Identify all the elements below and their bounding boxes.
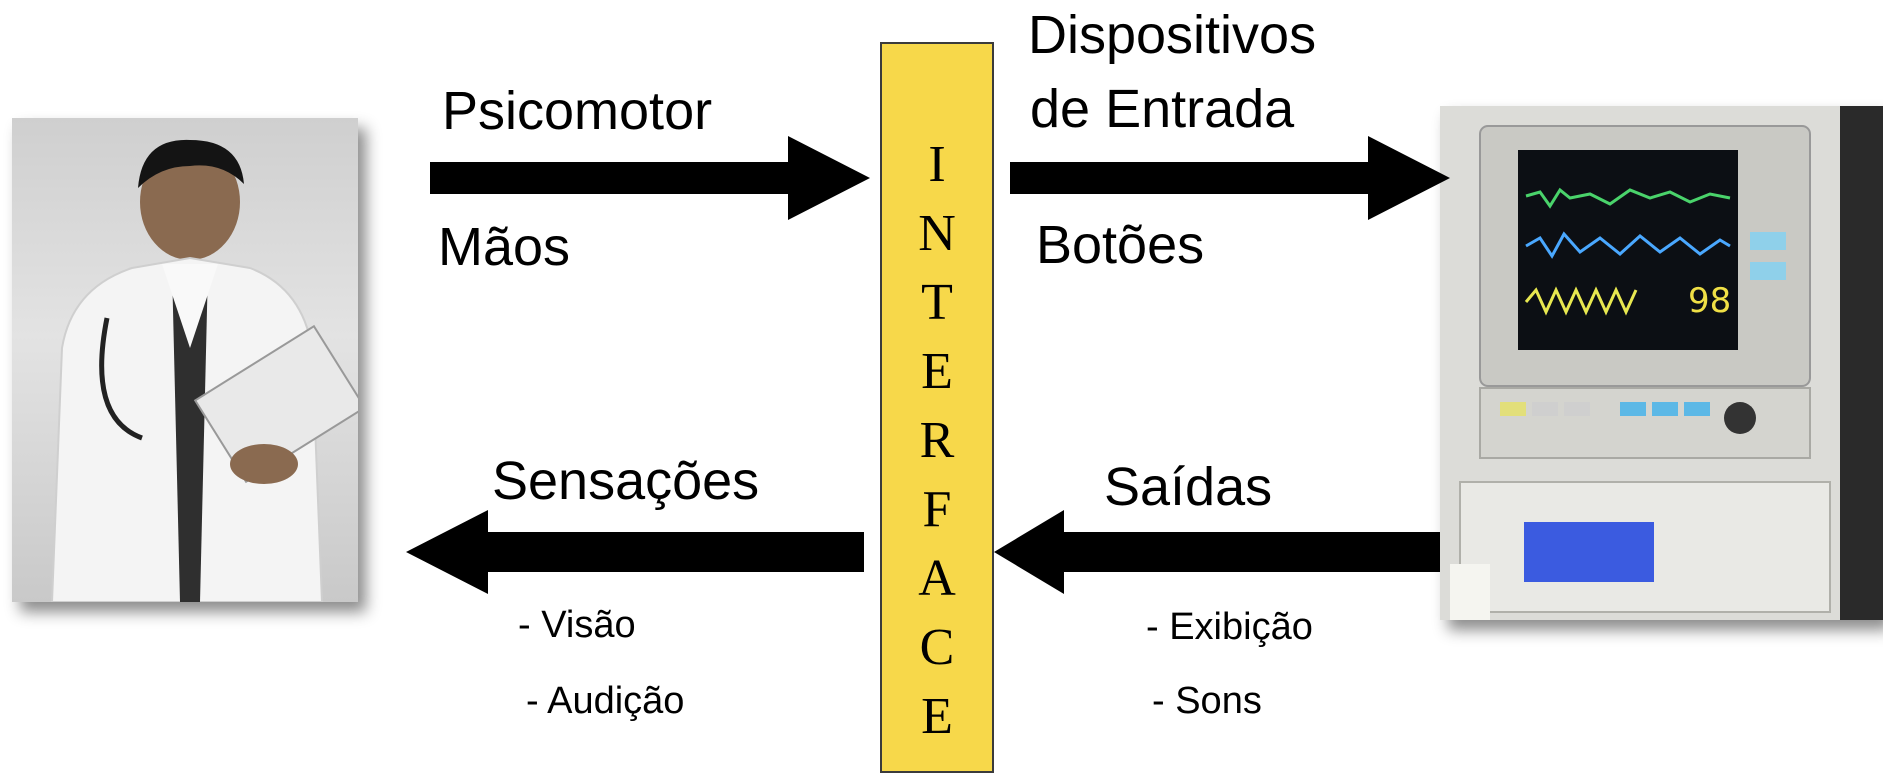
patient-monitor-icon: 98 — [1440, 106, 1883, 620]
label-maos: Mãos — [438, 217, 571, 277]
interface-letter: A — [918, 550, 956, 607]
label-botoes: Botões — [1036, 215, 1205, 275]
interface-letter: C — [919, 619, 955, 676]
interface-letter: F — [922, 481, 952, 538]
interface-letter: R — [919, 412, 955, 469]
interface-letter: N — [918, 205, 956, 262]
monitor-reading: 98 — [1688, 281, 1731, 321]
label-sons: - Sons — [1152, 680, 1262, 722]
label-de-entrada: de Entrada — [1030, 79, 1295, 139]
arrow-dispositivos-entrada — [1010, 136, 1450, 220]
label-sensacoes: Sensações — [492, 451, 760, 511]
label-exibicao: - Exibição — [1146, 606, 1313, 648]
interface-letter: E — [921, 688, 953, 745]
doctor-figure-icon — [50, 139, 367, 603]
label-psicomotor: Psicomotor — [442, 81, 713, 141]
interface-letter: I — [928, 136, 946, 193]
doctor-photo — [12, 118, 367, 603]
interface-letter: E — [921, 343, 953, 400]
arrow-sensacoes — [406, 510, 864, 594]
label-dispositivos: Dispositivos — [1028, 5, 1317, 65]
label-visao: - Visão — [518, 604, 636, 646]
interface-letter: T — [921, 274, 953, 331]
label-saidas: Saídas — [1104, 457, 1273, 517]
monitor-photo: 98 — [1440, 106, 1883, 620]
interface-bar: I N T E R F A C E — [880, 42, 994, 773]
arrow-saidas — [994, 510, 1440, 594]
arrow-psicomotor — [430, 136, 870, 220]
label-audicao: - Audição — [526, 680, 685, 722]
